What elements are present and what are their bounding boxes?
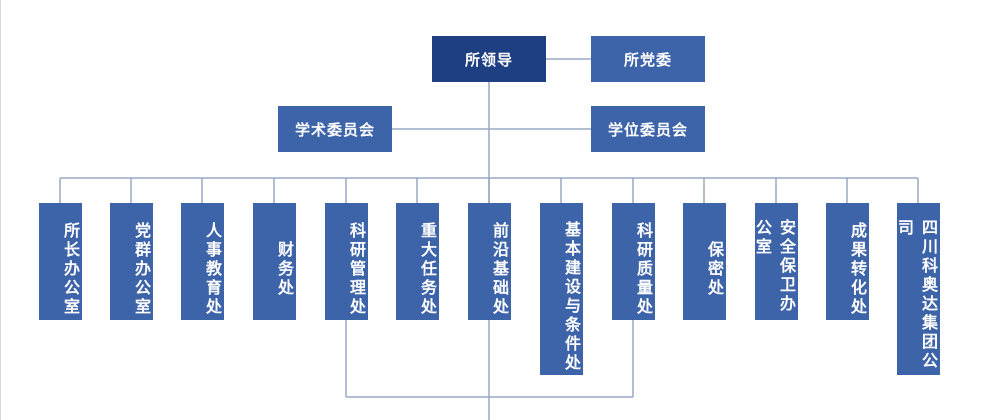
- dept-major-tasks: 重大任务处: [396, 203, 439, 320]
- dept-research-management: 科研管理处: [325, 203, 368, 320]
- dept-finance: 财务处: [253, 203, 296, 320]
- dept-security-office: 安全保卫办公室: [753, 203, 798, 320]
- dept-confidentiality: 保密处: [683, 203, 726, 320]
- dept-party-office: 党群办公室: [110, 203, 153, 320]
- dept-president-office: 所长办公室: [39, 203, 82, 320]
- left-divider: [0, 0, 1, 420]
- leadership-box: 所领导: [432, 36, 546, 82]
- academic-committee-box: 学术委员会: [278, 106, 392, 152]
- degree-committee-box: 学位委员会: [591, 106, 705, 152]
- party-committee-box: 所党委: [591, 36, 705, 82]
- dept-hr-education: 人事教育处: [181, 203, 224, 320]
- dept-group-company: 四川科奥达集团公司: [895, 203, 940, 375]
- dept-tech-transfer: 成果转化处: [826, 203, 869, 320]
- dept-infrastructure: 基本建设与条件处: [540, 203, 583, 375]
- dept-frontier-basic: 前沿基础处: [468, 203, 511, 320]
- dept-research-quality: 科研质量处: [612, 203, 655, 320]
